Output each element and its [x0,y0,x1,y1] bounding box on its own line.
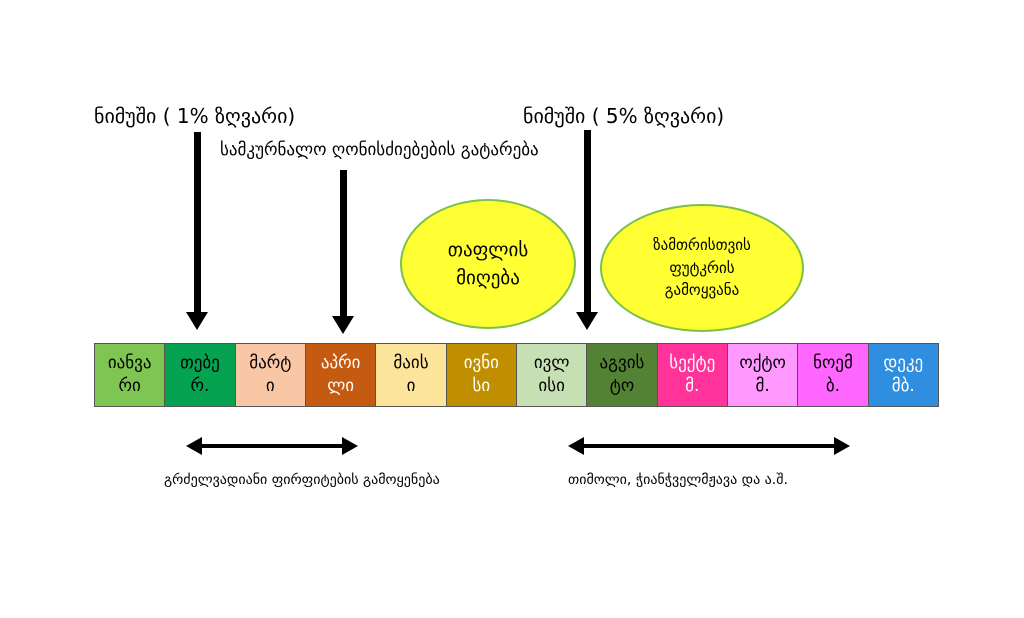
month-label-line-2: რ. [190,376,210,396]
month-label-line-1: მაის [393,353,429,374]
honey-harvest-bubble: თაფლის მიღება [400,199,576,329]
month-label-line-1: თებე [180,353,220,374]
month-label-line-1: აგვის [599,353,645,374]
sample-5pct-label: ნიმუში ( 5% ზღვარი) [523,104,725,128]
winter-preparation-bubble: ზამთრისთვის ფუტკრის გამოყვანა [600,204,804,332]
treatment-label: სამკურნალო ღონისძიებების გატარება [220,140,539,160]
month-label-line-1: აპრი [320,353,361,374]
long-term-plates-label: გრძელვადიანი ფირფიტების გამოყენება [164,472,440,488]
month-label-line-2: ლი [327,376,355,396]
month-label-line-2: მ. [755,376,770,396]
month-label-line-2: რი [118,376,141,396]
month-label-line-1: ივნი [463,353,499,374]
long-term-plates-range-arrow [186,437,358,455]
month-label-line-1: იანვა [107,353,152,374]
winter-line-2: ფუტკრის [669,258,735,277]
month-label-line-1: ივლ [533,353,570,374]
month-label-line-1: სექტე [669,353,716,374]
sample-5pct-arrow [576,130,598,330]
month-label-line-1: ნოემ [813,353,853,374]
month-label-line-1: მარტ [249,353,292,374]
month-label-line-2: მბ. [891,376,915,396]
month-label-line-2: ტო [609,376,635,396]
month-label-line-2: ი [265,376,275,396]
treatment-arrow [332,170,354,334]
winter-line-1: ზამთრისთვის [653,236,751,255]
winter-line-3: გამოყვანა [664,281,740,300]
thymol-range-arrow [568,437,850,455]
month-label-line-2: ბ. [825,376,841,396]
honey-line-1: თაფლის [447,238,529,261]
month-label-line-2: ისი [538,376,565,396]
month-label-line-1: ოქტო [739,353,786,374]
thymol-label: თიმოლი, ჭიანჭველმჟავა და ა.შ. [568,472,788,488]
month-label-line-2: ი [406,376,416,396]
sample-1pct-label: ნიმუში ( 1% ზღვარი) [94,104,296,128]
month-label-line-1: დეკე [883,353,924,374]
sample-1pct-arrow [186,132,208,330]
month-label-line-2: მ. [685,376,700,396]
honey-line-2: მიღება [456,267,520,289]
month-label-line-2: სი [472,376,491,396]
